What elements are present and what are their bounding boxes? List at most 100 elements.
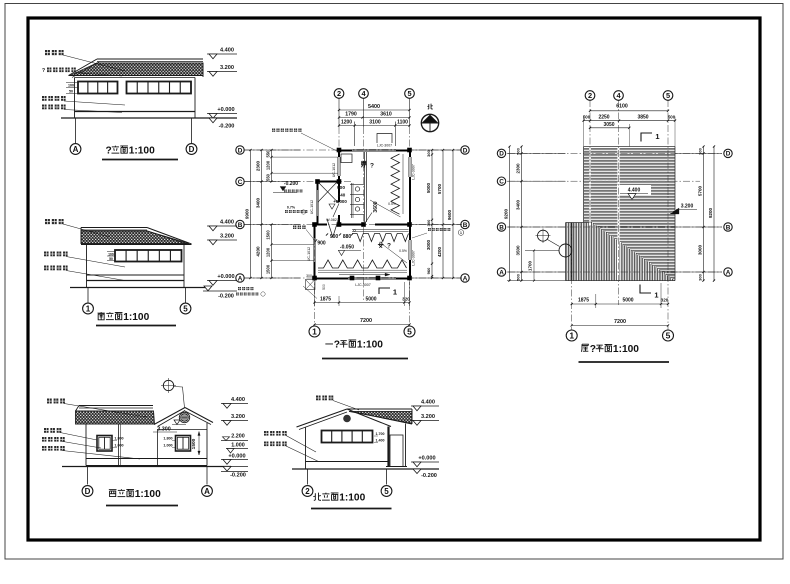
- svg-text:3.200: 3.200: [220, 234, 234, 240]
- svg-text:?: ?: [42, 68, 45, 74]
- svg-text:3.200: 3.200: [220, 65, 234, 71]
- svg-text:1.000: 1.000: [231, 443, 245, 449]
- svg-text:B: B: [726, 224, 731, 231]
- svg-text:550: 550: [266, 173, 271, 181]
- svg-text:300: 300: [698, 147, 703, 154]
- svg-text:2: 2: [337, 89, 341, 98]
- svg-text:1: 1: [654, 291, 658, 300]
- svg-text:?: ?: [590, 344, 596, 355]
- svg-text:2: 2: [588, 91, 592, 100]
- svg-text:7200: 7200: [614, 319, 626, 325]
- svg-text:A: A: [73, 145, 79, 154]
- svg-text:9200: 9200: [504, 208, 509, 219]
- svg-text:300: 300: [698, 273, 703, 280]
- svg-text:9200: 9200: [708, 207, 713, 218]
- svg-text:5: 5: [407, 327, 412, 337]
- svg-text:300: 300: [306, 274, 312, 278]
- svg-text:5: 5: [384, 487, 389, 496]
- svg-text:500: 500: [583, 115, 591, 120]
- svg-text:3610: 3610: [380, 112, 392, 118]
- svg-text:5700: 5700: [698, 185, 703, 196]
- svg-text:A: A: [499, 269, 504, 276]
- svg-text:1:100: 1:100: [135, 489, 161, 500]
- svg-text:4.400: 4.400: [628, 188, 641, 194]
- svg-text:3400: 3400: [516, 199, 521, 210]
- svg-text:960: 960: [426, 267, 431, 274]
- svg-text:-0.200: -0.200: [421, 473, 437, 479]
- svg-text:D: D: [189, 145, 195, 154]
- svg-text:1: 1: [86, 304, 91, 313]
- svg-text:7200: 7200: [360, 318, 372, 324]
- svg-text:5400: 5400: [368, 104, 380, 110]
- svg-text:3400: 3400: [256, 197, 261, 208]
- svg-text:3050: 3050: [603, 122, 614, 128]
- svg-text:320: 320: [402, 297, 410, 302]
- svg-text:3.200: 3.200: [681, 204, 694, 210]
- svg-text:4: 4: [616, 91, 621, 100]
- svg-text:3500: 3500: [516, 245, 521, 256]
- svg-text:320: 320: [661, 298, 669, 303]
- svg-text:1.400: 1.400: [376, 439, 385, 443]
- svg-text:900: 900: [337, 185, 345, 191]
- svg-text:4200: 4200: [256, 246, 261, 257]
- svg-text:2250: 2250: [598, 115, 609, 121]
- svg-text:100: 100: [108, 253, 114, 257]
- svg-text:1875: 1875: [320, 297, 331, 303]
- svg-text:0.7%: 0.7%: [287, 206, 296, 210]
- svg-text:?: ?: [387, 243, 391, 250]
- svg-text:900: 900: [330, 234, 339, 240]
- svg-text:4.400: 4.400: [220, 220, 234, 226]
- svg-text:2300: 2300: [256, 160, 261, 171]
- svg-text:1: 1: [569, 331, 574, 341]
- svg-text:1200: 1200: [266, 247, 271, 257]
- svg-text:1: 1: [460, 231, 462, 235]
- svg-text:1:100: 1:100: [123, 312, 149, 323]
- svg-text:3100: 3100: [369, 120, 381, 126]
- svg-text:-0.050: -0.050: [340, 245, 354, 251]
- svg-text:300: 300: [426, 149, 431, 156]
- svg-text:300: 300: [426, 219, 431, 226]
- svg-text:5000: 5000: [622, 298, 633, 304]
- svg-text:D: D: [238, 147, 243, 154]
- svg-text:D: D: [499, 151, 504, 158]
- svg-text:50: 50: [109, 257, 113, 261]
- svg-text:900: 900: [317, 241, 326, 247]
- svg-text:1:100: 1:100: [613, 344, 639, 355]
- svg-text:D: D: [726, 151, 731, 158]
- svg-text:1:100: 1:100: [357, 340, 383, 351]
- svg-text:5: 5: [407, 89, 411, 98]
- svg-text:5000: 5000: [365, 297, 376, 303]
- svg-text:3.200: 3.200: [231, 414, 245, 420]
- svg-text:4200: 4200: [437, 246, 442, 257]
- svg-text:1.000: 1.000: [114, 444, 123, 448]
- svg-text:1875: 1875: [578, 298, 589, 304]
- svg-text:A: A: [463, 275, 468, 282]
- svg-text:+0.000: +0.000: [217, 274, 234, 280]
- svg-text:B: B: [499, 224, 504, 231]
- svg-text:C: C: [499, 179, 504, 186]
- svg-text:4.400: 4.400: [231, 397, 245, 403]
- svg-text:5: 5: [666, 331, 671, 341]
- svg-text:1700: 1700: [528, 260, 533, 271]
- svg-text:B: B: [463, 222, 468, 229]
- svg-text:UC-1012: UC-1012: [310, 200, 314, 214]
- svg-text:0.5%: 0.5%: [388, 202, 396, 206]
- svg-text:5000: 5000: [426, 182, 431, 193]
- svg-text:1100: 1100: [397, 120, 408, 126]
- svg-text:1500: 1500: [266, 264, 271, 274]
- svg-text:1.800: 1.800: [163, 437, 172, 441]
- svg-text:LJC-5007: LJC-5007: [355, 283, 371, 287]
- svg-text:100: 100: [68, 84, 74, 88]
- svg-text:4.400: 4.400: [421, 400, 435, 406]
- svg-text:1: 1: [312, 327, 317, 337]
- svg-text:-0.200: -0.200: [284, 181, 298, 187]
- svg-text:3600: 3600: [373, 201, 379, 212]
- svg-text:UC-1012: UC-1012: [332, 163, 336, 177]
- svg-text:2300: 2300: [516, 163, 521, 174]
- svg-text:5700: 5700: [437, 183, 442, 194]
- svg-text:4: 4: [361, 89, 366, 98]
- svg-text:5: 5: [666, 91, 670, 100]
- svg-text:-0.200: -0.200: [218, 294, 234, 300]
- svg-text:9600: 9600: [447, 209, 452, 220]
- svg-text:1:100: 1:100: [129, 146, 155, 157]
